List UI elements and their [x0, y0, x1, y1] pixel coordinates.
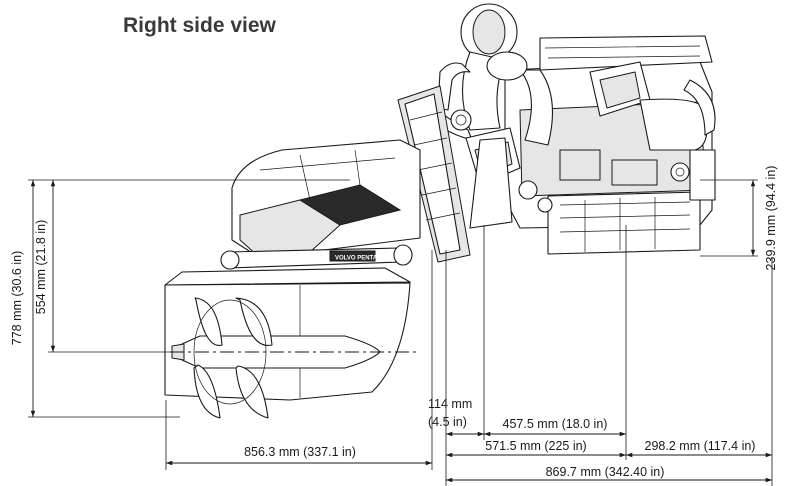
page-title: Right side view: [123, 14, 277, 37]
dim-offset-small: 114 mm: [428, 397, 472, 411]
sterndrive-illustration: VOLVO PENTA: [164, 139, 421, 419]
engine-illustration: [427, 3, 716, 255]
drive-logo: VOLVO PENTA: [335, 256, 378, 262]
dim-height-right: 239.9 mm (94.4 in): [764, 166, 778, 271]
dimension-labels: 778 mm (30.6 in) 554 mm (21.8 in) 239.9 …: [10, 166, 778, 479]
dim-length-rear: 298.2 mm (117.4 in): [645, 439, 756, 453]
dim-length-engine: 869.7 mm (342.40 in): [546, 465, 665, 479]
dim-height-shaft: 554 mm (21.8 in): [34, 220, 48, 314]
dim-offset-small-in: (4.5 in): [428, 415, 467, 429]
dim-length-mid: 457.5 mm (18.0 in): [503, 417, 608, 431]
transom-bracket: [397, 85, 471, 263]
dim-length-lower: 571.5 mm (225 in): [485, 439, 586, 453]
dim-height-total: 778 mm (30.6 in): [10, 251, 24, 345]
dim-length-drive: 856.3 mm (337.1 in): [244, 445, 356, 459]
dimension-lines: [28, 179, 773, 486]
